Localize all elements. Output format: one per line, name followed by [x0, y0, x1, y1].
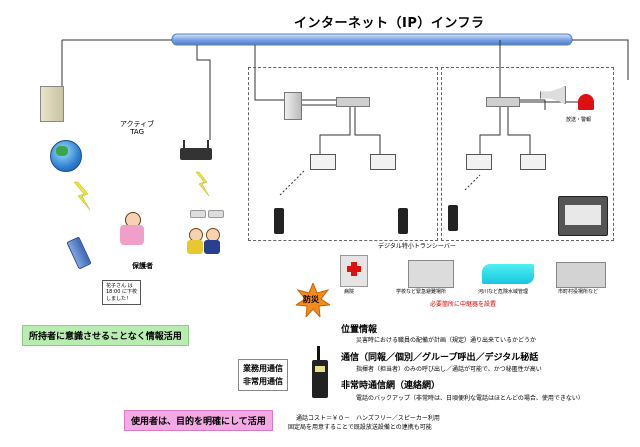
guardian-label: 保護者 [132, 262, 153, 270]
page-title: インターネット（IP）インフラ [294, 16, 485, 31]
tag-device-icon [190, 210, 206, 218]
town-hall-icon [556, 262, 606, 288]
section-location-head: 位置情報 [341, 325, 378, 335]
relay-unit-icon [370, 154, 396, 170]
globe-icon [50, 140, 82, 172]
disaster-label: 防災 [303, 295, 319, 304]
site-a-frame [248, 67, 438, 241]
facility-label-town-hall: 市町村役場所など [558, 289, 599, 295]
cost-line: 通話コスト＝￥０－ ハンズフリー／スピーカー利用 [296, 415, 440, 422]
access-point-icon [180, 148, 212, 160]
alarm-light-icon [578, 94, 594, 110]
transceiver-label: デジタル特小トランシーバー [378, 243, 456, 250]
section-comm-sub: 指揮者（担当者）のみの呼び出し／通話が可能で、かつ秘匿性が高い [356, 366, 542, 373]
transceiver-icon [398, 208, 408, 234]
work-comm-box: 業務用通信 非常用通信 [238, 359, 288, 391]
network-switch-icon [336, 97, 370, 107]
section-emergency-head: 非常時通信網（連絡網） [341, 381, 441, 391]
section-emergency-sub: 電話のバックアップ（非常時は、日頃便利な電話はほとんどの場合、使用できない） [356, 395, 584, 402]
transceiver-icon [448, 205, 458, 231]
continent-icon [56, 146, 68, 156]
school-icon [408, 260, 454, 288]
transceiver-icon [274, 208, 284, 234]
wire-site-a [254, 45, 340, 101]
antenna-icon [183, 140, 185, 150]
hospital-icon [340, 255, 368, 287]
broadcast-label: 放送・警報 [566, 117, 592, 123]
river-icon [482, 264, 534, 284]
facility-label-river: 河川など危険水域管理 [478, 289, 529, 295]
note-green: 所持者に意識させることなく情報活用 [22, 325, 189, 346]
site-b-frame [441, 67, 614, 241]
cost-line: 固定局を用意することで既設放送設備との連携も可能 [288, 424, 432, 431]
note-pink: 使用者は、目的を明確にして活用 [124, 410, 273, 431]
guardian-icon [116, 212, 148, 246]
wire-ap [196, 45, 211, 140]
transceiver-handheld-icon [312, 346, 328, 398]
network-switch-icon [486, 97, 520, 107]
server-icon [40, 86, 64, 122]
wire-right [572, 39, 629, 80]
facility-label-school: 学校など緊急避難場所 [396, 289, 447, 295]
relay-unit-icon [466, 154, 492, 170]
lightning-icon [195, 171, 210, 197]
section-location-sub: 災害時における職員の配備が計画（規定）通り出来ているかどうか [356, 337, 537, 344]
facility-label-hospital: 病院 [344, 289, 355, 295]
relay-unit-icon [520, 154, 546, 170]
fixed-station-icon [558, 196, 608, 236]
notification-bubble: 花子さん は 18:00 に下校 しました！ [102, 280, 141, 305]
relay-unit-icon [310, 154, 336, 170]
section-comm-head: 通信（同報／個別／グループ呼出／デジタル秘話 [341, 353, 539, 363]
lightning-icon [73, 181, 91, 211]
children-icon [186, 228, 224, 256]
active-tag-label: アクティブ TAG [120, 120, 155, 137]
disaster-burst-icon [296, 283, 330, 317]
relay-note: 必要箇所に中継器を設置 [430, 301, 497, 308]
tag-device-icon [208, 210, 224, 218]
antenna-icon [207, 140, 209, 150]
server-icon [284, 92, 302, 120]
ip-backbone-pipe [171, 33, 573, 46]
